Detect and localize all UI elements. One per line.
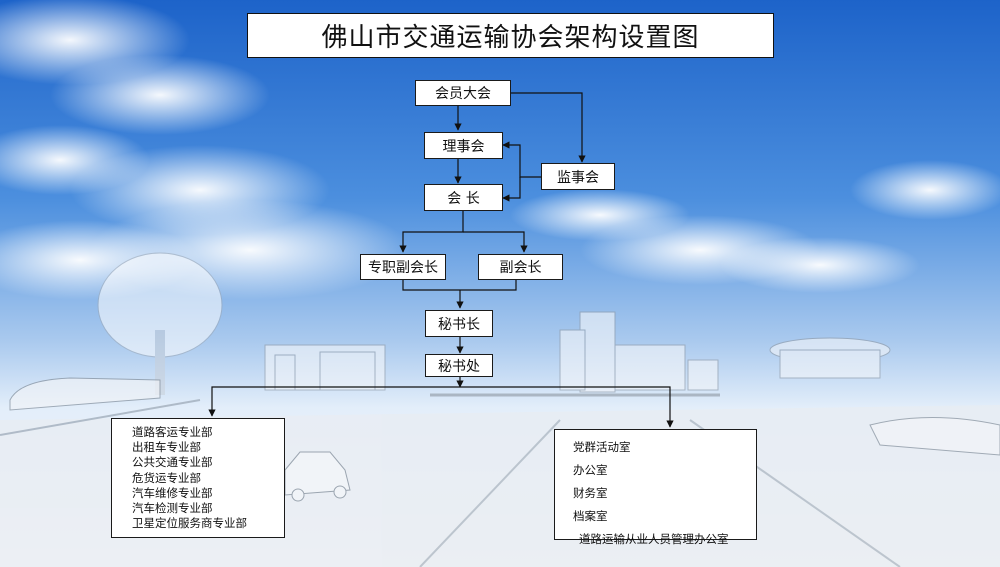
- train: [9, 377, 161, 411]
- node-full-time-vice-president: 专职副会长: [360, 254, 446, 280]
- ship: [869, 417, 1000, 456]
- list-item: 档案室: [573, 509, 608, 523]
- node-council: 理事会: [424, 132, 503, 159]
- node-label: 会员大会: [435, 86, 491, 102]
- node-label: 理事会: [442, 138, 485, 155]
- list-item: 财务室: [573, 486, 608, 500]
- tree: [97, 252, 223, 395]
- list-item: 办公室: [573, 463, 608, 477]
- list-item: 道路运输从业人员管理办公室: [579, 532, 729, 546]
- list-item: 公共交通专业部: [132, 455, 213, 470]
- list-item: 汽车检测专业部: [132, 501, 213, 516]
- list-item: 卫星定位服务商专业部: [132, 516, 247, 531]
- list-item: 道路客运专业部: [132, 425, 213, 439]
- list-item: 危货运专业部: [132, 470, 201, 485]
- node-label: 秘书长: [438, 316, 480, 333]
- node-secretariat: 秘书处: [425, 354, 493, 377]
- node-label: 副会长: [499, 260, 542, 276]
- list-item: 汽车维修专业部: [132, 485, 213, 500]
- node-supervisory-board: 监事会: [541, 163, 615, 190]
- node-label: 秘书处: [438, 358, 480, 375]
- node-label: 会 长: [447, 190, 480, 207]
- car: [284, 451, 351, 502]
- office-list: 党群活动室 办公室 财务室 档案室 道路运输从业人员管理办公室: [554, 429, 757, 546]
- page-title: 佛山市交通运输协会架构设置图: [247, 13, 774, 58]
- node-label: 监事会: [557, 169, 599, 186]
- node-label: 专职副会长: [368, 260, 438, 276]
- node-general-assembly: 会员大会: [415, 80, 511, 106]
- node-vice-president: 副会长: [478, 254, 563, 280]
- node-secretary-general: 秘书长: [425, 310, 493, 337]
- list-item: 出租车专业部: [132, 440, 201, 455]
- city-skyline: [264, 311, 891, 393]
- department-list: 道路客运专业部 出租车专业部 公共交通专业部 危货运专业部 汽车维修专业部 汽车…: [111, 418, 285, 538]
- node-president: 会 长: [424, 184, 503, 211]
- list-item: 党群活动室: [573, 440, 631, 454]
